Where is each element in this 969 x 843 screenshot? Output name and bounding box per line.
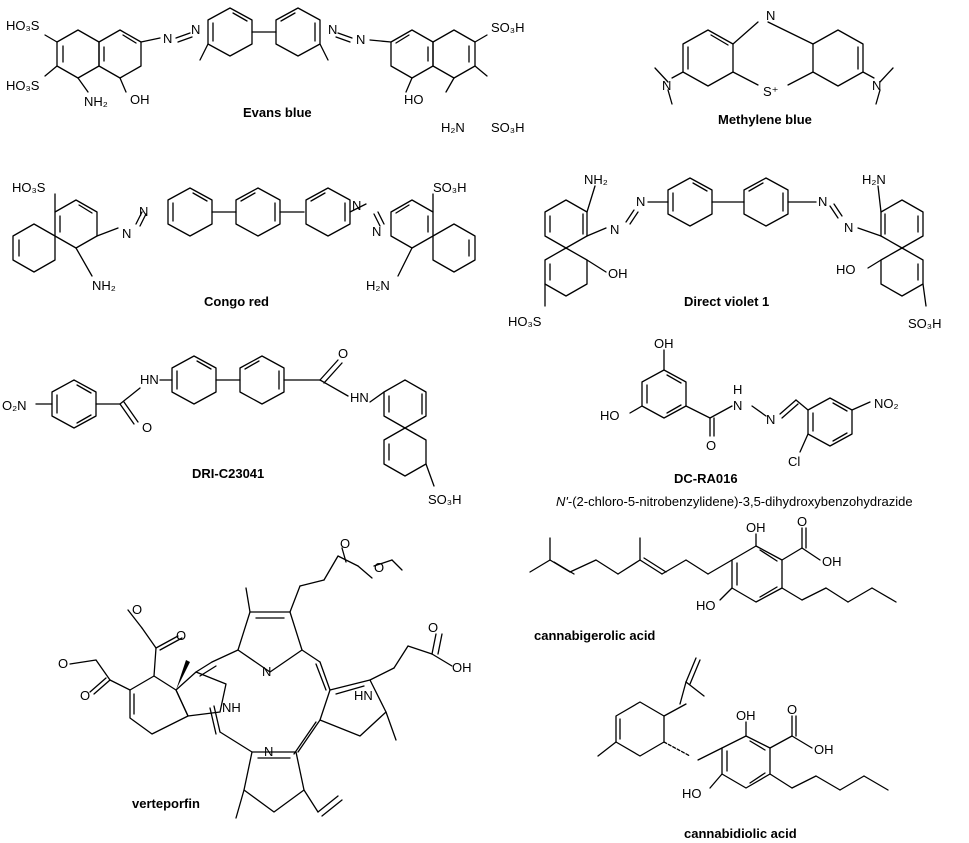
methylene-blue-n-ring: N xyxy=(766,8,775,23)
direct-violet-oh-left: OH xyxy=(608,266,628,281)
verteporfin-o-carbonyl-top: O xyxy=(340,536,350,551)
cannabidiolic-acid-name: cannabidiolic acid xyxy=(684,826,797,841)
evans-blue-ho3s-top: HO₃S xyxy=(6,18,40,33)
direct-violet-nh2-left: NH₂ xyxy=(584,172,608,187)
dri-c23041-structure: O₂N HN O O HN SO₃H DRI-C23041 xyxy=(2,346,461,507)
dc-ra016-iupac-name: N'-(2-chloro-5-nitrobenzylidene)-3,5-dih… xyxy=(556,494,913,509)
congo-red-so3h-left: HO₃S xyxy=(12,180,46,195)
cbda-oh-acid: OH xyxy=(814,742,834,757)
verteporfin-o-ester-left2: O xyxy=(58,656,68,671)
dri-c23041-o2n: O₂N xyxy=(2,398,27,413)
dc-ra016-n1: N xyxy=(733,398,742,413)
methylene-blue-structure: N S⁺ N N Methylene blue xyxy=(654,8,894,127)
direct-violet-so3h: SO₃H xyxy=(908,316,941,331)
dri-c23041-o-left: O xyxy=(142,420,152,435)
verteporfin-hn: HN xyxy=(354,688,373,703)
congo-red-so3h-right: SO₃H xyxy=(433,180,466,195)
evans-blue-n1: N xyxy=(163,31,172,46)
direct-violet-ho3s: HO₃S xyxy=(508,314,542,329)
verteporfin-o-ester-mid2: O xyxy=(132,602,142,617)
evans-blue-n3: N xyxy=(328,22,337,37)
dri-c23041-so3h: SO₃H xyxy=(428,492,461,507)
evans-blue-oh-left: OH xyxy=(130,92,150,107)
verteporfin-o-ester-left: O xyxy=(80,688,90,703)
direct-violet-n4: N xyxy=(844,220,853,235)
dc-ra016-cl: Cl xyxy=(788,454,800,469)
verteporfin-n-bottom: N xyxy=(264,744,273,759)
direct-violet-h2n-right: H₂N xyxy=(862,172,886,187)
congo-red-n4: N xyxy=(372,224,381,239)
verteporfin-o-acid: O xyxy=(428,620,438,635)
evans-blue-nh2-left: NH₂ xyxy=(84,94,108,109)
cbda-ho: HO xyxy=(682,786,702,801)
congo-red-structure: HO₃S NH₂ N N N N SO₃H H₂N Congo red xyxy=(12,180,476,309)
congo-red-h2n-right: H₂N xyxy=(366,278,390,293)
cbga-o: O xyxy=(797,514,807,529)
dri-c23041-name: DRI-C23041 xyxy=(192,466,264,481)
direct-violet-n2: N xyxy=(636,194,645,209)
dc-ra016-no2: NO₂ xyxy=(874,396,899,411)
dc-ra016-ho-left: HO xyxy=(600,408,620,423)
dc-ra016-structure: OH HO O H N N NO₂ Cl DC-RA016 N'-(2-chlo… xyxy=(556,336,913,509)
dc-ra016-oh-top: OH xyxy=(654,336,674,351)
direct-violet-1-structure: NH₂ N N OH HO₃S N N H₂N HO SO₃H Direct v… xyxy=(508,172,941,331)
verteporfin-nh: NH xyxy=(222,700,241,715)
evans-blue-ho-right: HO xyxy=(404,92,424,107)
methylene-blue-s-plus: S⁺ xyxy=(763,84,779,99)
dri-c23041-o-right: O xyxy=(338,346,348,361)
congo-red-name: Congo red xyxy=(204,294,269,309)
evans-blue-so3h-bottom: SO₃H xyxy=(491,120,524,135)
verteporfin-o-ester-top: O xyxy=(374,560,384,575)
direct-violet-n3: N xyxy=(818,194,827,209)
cannabigerolic-acid-name: cannabigerolic acid xyxy=(534,628,655,643)
congo-red-nh2-left: NH₂ xyxy=(92,278,116,293)
evans-blue-ho3s-bottom: HO₃S xyxy=(6,78,40,93)
verteporfin-structure: O O N HN NH N O OH O O O O verteporfin xyxy=(58,536,472,819)
cbga-ho: HO xyxy=(696,598,716,613)
methylene-blue-name: Methylene blue xyxy=(718,112,812,127)
congo-red-n2: N xyxy=(139,204,148,219)
dc-ra016-n2: N xyxy=(766,412,775,427)
cbda-oh-top: OH xyxy=(736,708,756,723)
cbga-oh-top: OH xyxy=(746,520,766,535)
verteporfin-o-ester-mid: O xyxy=(176,628,186,643)
evans-blue-n4: N xyxy=(356,32,365,47)
congo-red-n1: N xyxy=(122,226,131,241)
evans-blue-n2: N xyxy=(191,22,200,37)
cbda-o: O xyxy=(787,702,797,717)
cbga-oh-acid: OH xyxy=(822,554,842,569)
evans-blue-h2n-right: H₂N xyxy=(441,120,465,135)
evans-blue-structure: HO₃S HO₃S NH₂ OH N N N N HO H₂N SO₃H SO₃… xyxy=(6,7,524,135)
direct-violet-ho-right: HO xyxy=(836,262,856,277)
methylene-blue-n-right: N xyxy=(872,78,881,93)
evans-blue-so3h-top: SO₃H xyxy=(491,20,524,35)
verteporfin-oh-acid: OH xyxy=(452,660,472,675)
evans-blue-name: Evans blue xyxy=(243,105,312,120)
dc-ra016-h: H xyxy=(733,382,742,397)
dc-ra016-o: O xyxy=(706,438,716,453)
cannabigerolic-acid-structure: OH O OH HO cannabigerolic acid xyxy=(529,514,897,643)
dc-ra016-name: DC-RA016 xyxy=(674,471,738,486)
methylene-blue-n-left: N xyxy=(662,78,671,93)
direct-violet-1-name: Direct violet 1 xyxy=(684,294,769,309)
direct-violet-n1: N xyxy=(610,222,619,237)
verteporfin-n-top: N xyxy=(262,664,271,679)
dri-c23041-hn-right: HN xyxy=(350,390,369,405)
verteporfin-name: verteporfin xyxy=(132,796,200,811)
congo-red-n3: N xyxy=(352,198,361,213)
cannabidiolic-acid-structure: OH O OH HO cannabidiolic acid xyxy=(597,657,889,841)
dri-c23041-hn: HN xyxy=(140,372,159,387)
